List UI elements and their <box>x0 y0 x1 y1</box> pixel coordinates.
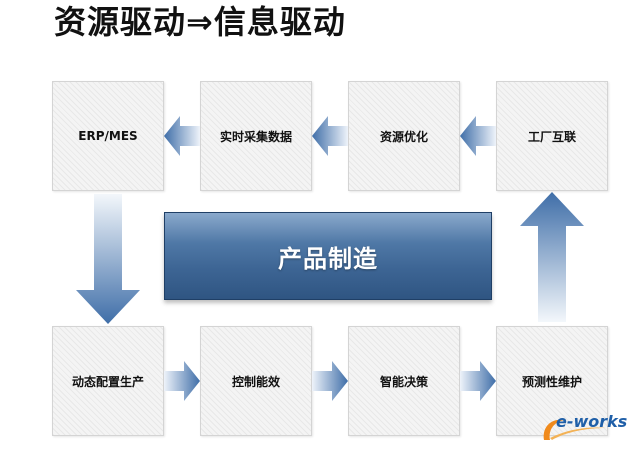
arrow-down-icon <box>76 194 140 324</box>
center-label: 产品制造 <box>278 244 378 273</box>
node-factory-interconnect: 工厂互联 <box>496 81 608 191</box>
node-energy-control: 控制能效 <box>200 326 312 436</box>
node-label: ERP/MES <box>78 129 138 143</box>
node-label: 预测性维护 <box>521 374 582 389</box>
node-dynamic-configuration: 动态配置生产 <box>52 326 164 436</box>
logo-swoosh-icon <box>543 419 606 440</box>
center-box-product-manufacturing: 产品制造 <box>164 212 492 300</box>
arrow-right-icon <box>312 361 348 401</box>
node-label: 实时采集数据 <box>219 129 292 144</box>
watermark-logo: e-works <box>536 412 632 444</box>
node-predictive-maintenance: 预测性维护 <box>496 326 608 436</box>
arrow-right-icon <box>460 361 496 401</box>
node-label: 动态配置生产 <box>71 374 144 389</box>
node-label: 智能决策 <box>379 374 428 389</box>
arrow-left-icon <box>460 116 496 156</box>
arrow-up-icon <box>520 192 584 322</box>
node-smart-decision: 智能决策 <box>348 326 460 436</box>
arrow-left-icon <box>164 116 200 156</box>
node-resource-optimization: 资源优化 <box>348 81 460 191</box>
page-title: 资源驱动⇒信息驱动 <box>54 3 346 41</box>
node-label: 控制能效 <box>231 374 280 389</box>
node-label: 资源优化 <box>379 129 428 144</box>
arrow-left-icon <box>312 116 348 156</box>
node-label: 工厂互联 <box>527 129 576 144</box>
node-erp-mes: ERP/MES <box>52 81 164 191</box>
watermark-text: e-works <box>556 412 628 431</box>
node-realtime-collection: 实时采集数据 <box>200 81 312 191</box>
arrow-right-icon <box>164 361 200 401</box>
